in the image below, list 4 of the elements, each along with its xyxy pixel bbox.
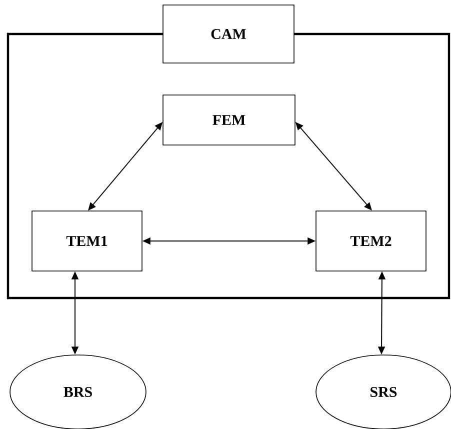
process-box: TEM2 bbox=[316, 210, 426, 272]
process-box: FEM bbox=[162, 94, 296, 146]
process-box: CAM bbox=[162, 4, 294, 64]
process-box: TEM1 bbox=[32, 210, 142, 272]
